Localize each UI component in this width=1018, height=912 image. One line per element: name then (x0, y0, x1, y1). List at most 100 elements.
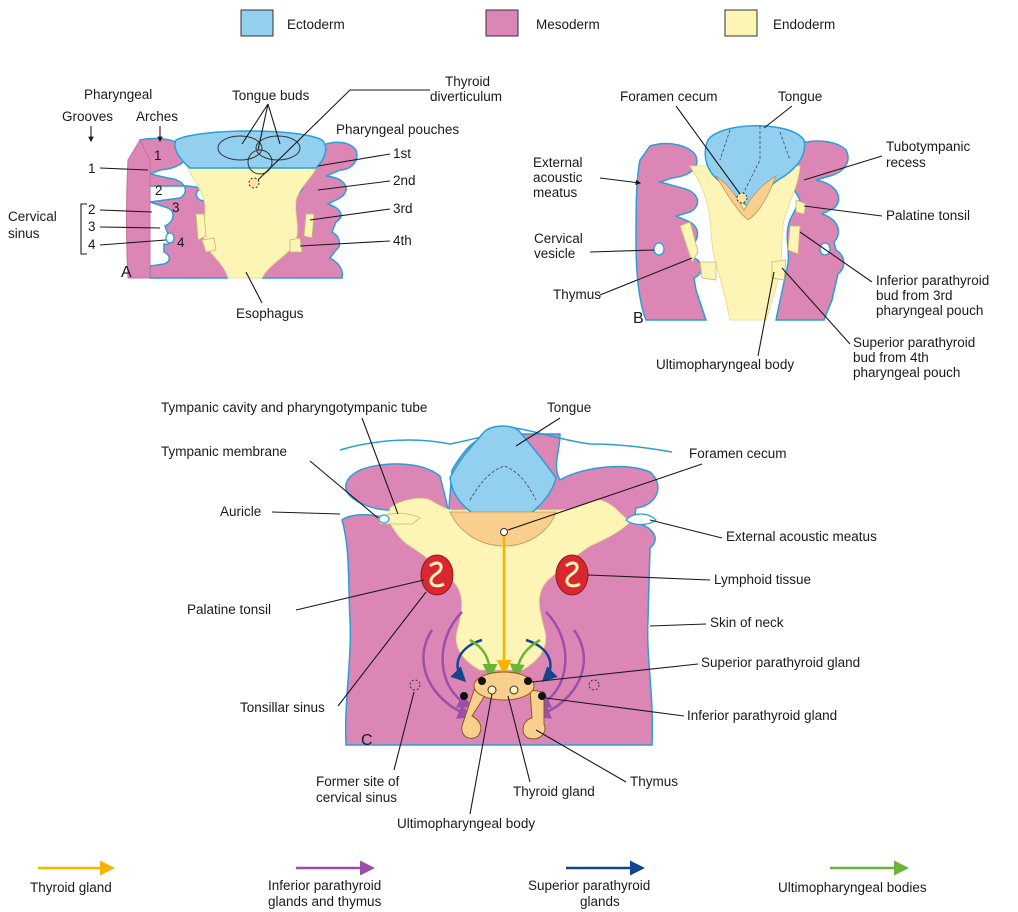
mesoderm-legend-label: Mesoderm (536, 17, 600, 32)
thyroid-diverticulum-label-2: diverticulum (430, 89, 502, 104)
lymphoid-tissue-label: Lymphoid tissue (714, 572, 811, 587)
groove-4: 4 (88, 237, 96, 252)
ultimo-legend-label: Ultimopharyngeal bodies (778, 880, 927, 895)
panel-a-letter: A (121, 264, 132, 281)
endoderm-legend-label: Endoderm (773, 17, 835, 32)
panel-b-thymus-right (788, 226, 800, 254)
panel-b-thymus-label: Thymus (553, 287, 601, 302)
tissue-legend: Ectoderm Mesoderm Endoderm (241, 10, 835, 36)
panel-c-foramen-cecum-dot (501, 529, 508, 536)
inferior-parathyroid-gland-label: Inferior parathyroid gland (687, 708, 837, 723)
panel-c: Tympanic cavity and pharyngotympanic tub… (161, 400, 877, 831)
inferior-bud-label-3: pharyngeal pouch (876, 303, 983, 318)
ext-meatus-label-3: meatus (533, 185, 578, 200)
tubotympanic-label-2: recess (886, 155, 926, 170)
cervical-vesicle-left (654, 243, 664, 255)
arches-heading: Arches (136, 109, 178, 124)
panel-b-palatine-tonsil-label: Palatine tonsil (886, 208, 970, 223)
former-cervical-sinus-label-2: cervical sinus (316, 790, 397, 805)
ext-meatus-label-1: External (533, 155, 583, 170)
superior-bud-label-2: bud from 4th (853, 350, 929, 365)
tonsillar-sinus-label: Tonsillar sinus (240, 700, 325, 715)
panel-c-auricle-opening (379, 515, 389, 523)
superior-parathyroid-gland-label: Superior parathyroid gland (701, 655, 860, 670)
groove-3: 3 (88, 219, 96, 234)
tympanic-cavity-label: Tympanic cavity and pharyngotympanic tub… (161, 400, 427, 415)
panel-b: Foramen cecum Tongue Tubotympanic recess… (533, 89, 989, 380)
grooves-heading: Grooves (62, 109, 113, 124)
skin-of-neck-leader (650, 624, 706, 626)
auricle-label: Auricle (220, 504, 261, 519)
ectoderm-swatch (241, 10, 273, 36)
cervical-vesicle-label-2: vesicle (534, 246, 575, 261)
ext-acoustic-meatus-label: External acoustic meatus (726, 529, 877, 544)
panel-b-foramen-cecum-dot (737, 193, 747, 203)
ultimopharyngeal-body-right (510, 686, 518, 694)
panel-b-ultimo-left (700, 262, 716, 280)
esophagus-label: Esophagus (236, 306, 304, 321)
ectoderm-legend-label: Ectoderm (287, 17, 345, 32)
panel-c-tongue-label: Tongue (547, 400, 591, 415)
ultimopharyngeal-body-label-b: Ultimopharyngeal body (656, 357, 794, 372)
superior-bud-label-1: Superior parathyroid (853, 335, 975, 350)
arch-2: 2 (155, 183, 163, 198)
inferior-bud-label-1: Inferior parathyroid (876, 273, 989, 288)
pouch-third-right (304, 214, 314, 238)
former-cervical-sinus-label-1: Former site of (316, 774, 400, 789)
pharyngeal-pouches-label: Pharyngeal pouches (336, 122, 459, 137)
endoderm-swatch (725, 10, 757, 36)
panel-b-tongue-label: Tongue (778, 89, 822, 104)
panel-c-letter: C (361, 732, 373, 749)
ext-acoustic-meatus-leader (650, 520, 722, 538)
cervical-sinus-bracket (81, 204, 87, 254)
panel-c-thyroid-gland-label: Thyroid gland (513, 784, 595, 799)
inferior-parathyroid-left (460, 692, 468, 700)
pouch-3rd-label: 3rd (393, 201, 413, 216)
pouch-third-left (196, 214, 206, 240)
groove-1: 1 (88, 161, 96, 176)
panel-c-palatine-tonsil-label: Palatine tonsil (187, 602, 271, 617)
thyroid-diverticulum-label-1: Thyroid (445, 74, 490, 89)
groove-3-leader (100, 227, 160, 228)
panel-a: Pharyngeal Grooves Arches 1 2 3 4 Cervic… (8, 74, 502, 321)
pharyngeal-heading: Pharyngeal (84, 87, 152, 102)
mesoderm-swatch (486, 10, 518, 36)
panel-c-foramen-cecum-label: Foramen cecum (689, 446, 787, 461)
arch-1: 1 (154, 148, 162, 163)
superior-legend-label-1: Superior parathyroid (528, 878, 650, 893)
groove-2: 2 (88, 202, 96, 217)
arch-4: 4 (177, 235, 185, 250)
panel-b-tongue-leader (764, 106, 792, 128)
auricle-leader (272, 512, 340, 514)
inferior-legend-label-2: glands and thymus (268, 894, 382, 909)
tubotympanic-label-1: Tubotympanic (886, 139, 971, 154)
superior-legend-label-2: glands (580, 894, 620, 909)
ext-meatus-leader (600, 178, 640, 183)
pouch-1st-label: 1st (393, 146, 411, 161)
ultimopharyngeal-body-left (488, 686, 496, 694)
inferior-parathyroid-right (538, 692, 546, 700)
superior-parathyroid-right (524, 677, 532, 685)
inferior-bud-label-2: bud from 3rd (876, 288, 953, 303)
inferior-legend-label-1: Inferior parathyroid (268, 878, 381, 893)
pouch-fourth-right (290, 238, 302, 252)
tongue-buds-label: Tongue buds (232, 88, 310, 103)
arch-3: 3 (172, 200, 180, 215)
tympanic-membrane-label: Tympanic membrane (161, 444, 287, 459)
cervical-vesicle-label-1: Cervical (534, 231, 583, 246)
panel-c-thyroid-gland (474, 672, 534, 700)
superior-parathyroid-left (478, 677, 486, 685)
skin-of-neck-label: Skin of neck (710, 615, 784, 630)
arrow-legend: Thyroid gland Inferior parathyroid gland… (30, 868, 927, 909)
ext-meatus-label-2: acoustic (533, 170, 583, 185)
pouch-4th-label: 4th (393, 233, 412, 248)
superior-bud-label-3: pharyngeal pouch (853, 365, 960, 380)
pouch-2nd-label: 2nd (393, 173, 416, 188)
cervical-sinus-label-1: Cervical (8, 209, 57, 224)
panel-a-mesoderm-left-body (127, 140, 151, 278)
thyroid-diverticulum-dot (249, 178, 259, 188)
panel-b-letter: B (633, 310, 644, 327)
panel-c-thymus-label: Thymus (630, 774, 678, 789)
panel-b-foramen-cecum-label: Foramen cecum (620, 89, 718, 104)
